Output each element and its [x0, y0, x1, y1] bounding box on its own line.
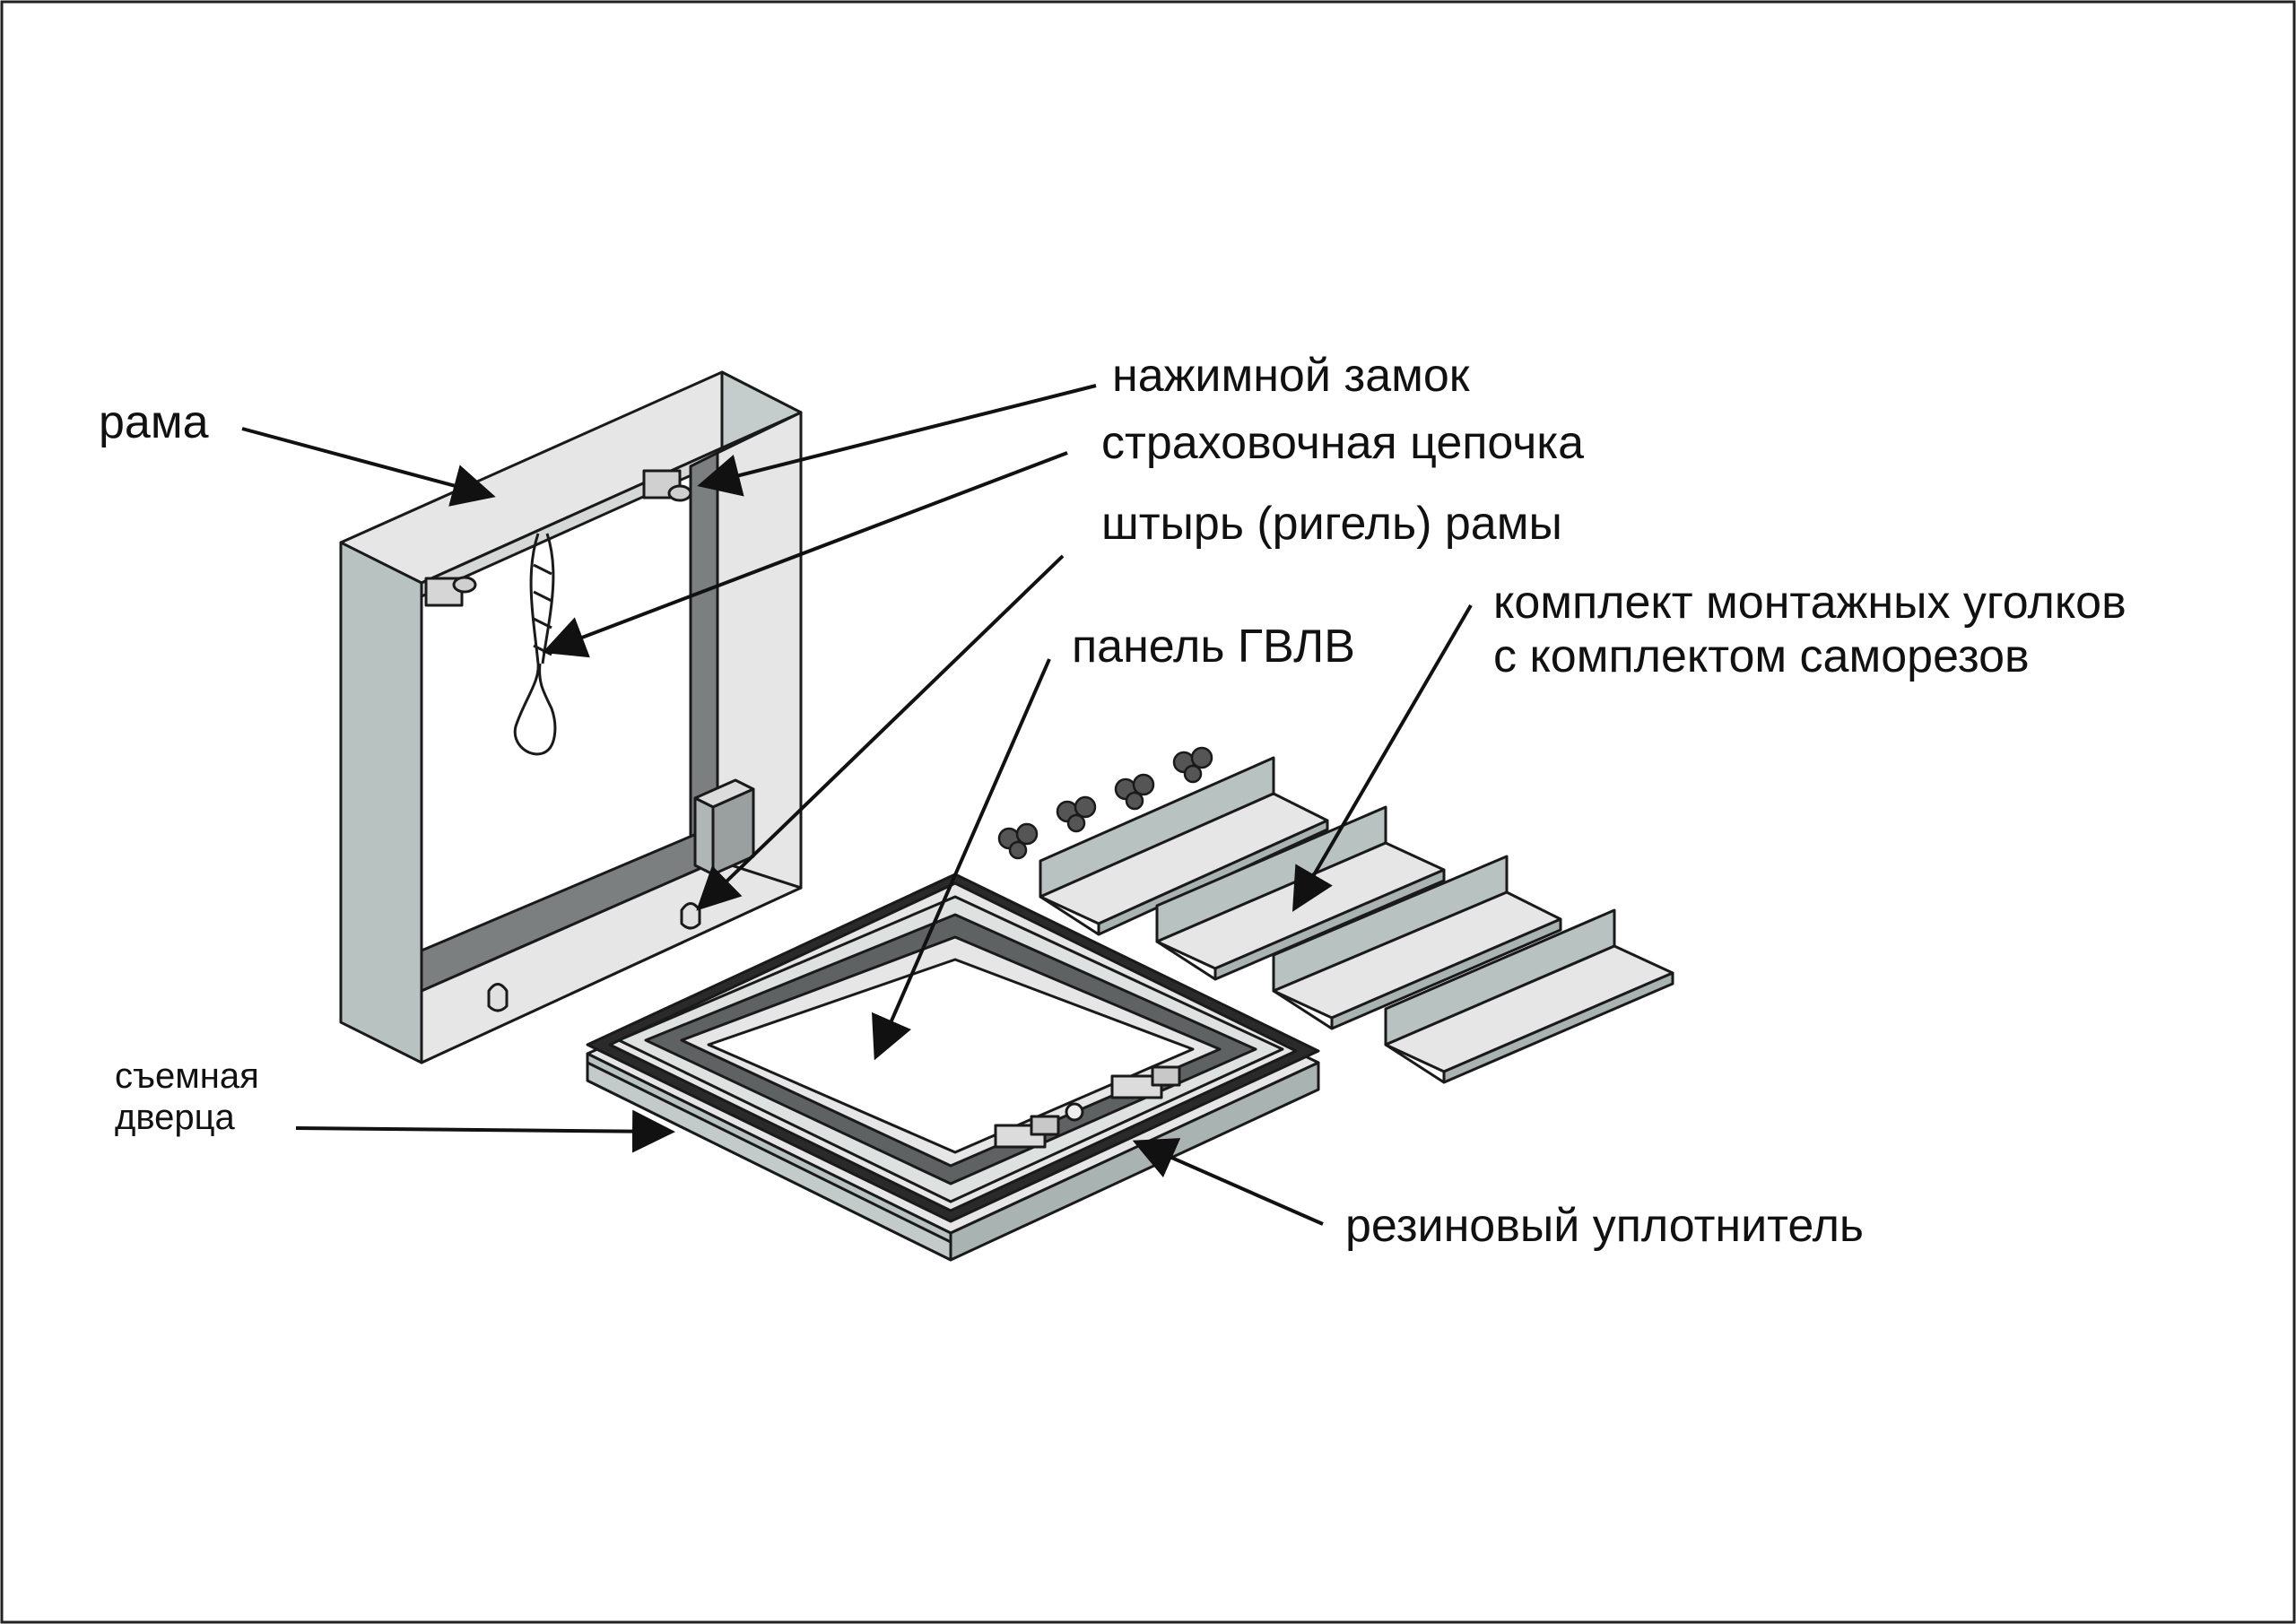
label-angles-kit: комплект монтажных уголков с комплектом …: [1493, 577, 2126, 684]
screw-icon: [1114, 773, 1155, 811]
screw-icon: [1056, 795, 1097, 833]
door-latch: [1110, 1065, 1181, 1099]
pin-icon: [487, 983, 509, 1012]
leader-frame: [241, 427, 496, 507]
pin-icon: [680, 902, 701, 930]
door-latch: [994, 1115, 1060, 1149]
screw-set: [997, 746, 1213, 860]
frame-front-face: [339, 541, 423, 1064]
label-door-line1: съемная: [115, 1056, 259, 1096]
label-push-lock: нажимной замок: [1112, 350, 1470, 402]
label-angles-kit-line1: комплект монтажных уголков: [1493, 577, 2126, 629]
frame-bracket-icon: [424, 576, 477, 607]
label-frame: рама: [99, 396, 209, 448]
label-rubber-seal: резиновый уплотнитель: [1345, 1200, 1865, 1252]
gvlv-panel: [707, 958, 1195, 1154]
leader-angles-kit: [1292, 604, 1473, 912]
screw-icon: [1172, 746, 1213, 784]
label-panel: панель ГВЛВ: [1072, 621, 1355, 673]
leader-frame-pin: [696, 554, 1065, 911]
leader-push-lock: [697, 384, 1097, 497]
label-door-line2: дверца: [115, 1098, 235, 1137]
label-angles-kit-line2: с комплектом саморезов: [1493, 630, 2030, 682]
label-safety-chain: страховочная цепочка: [1101, 417, 1585, 469]
leader-door: [295, 1109, 675, 1153]
door-screw: [1065, 1102, 1084, 1122]
push-lock-icon: [642, 469, 692, 502]
leader-panel: [872, 658, 1051, 1061]
label-frame-pin: штырь (ригель) рамы: [1101, 498, 1562, 550]
mounting-angle-icon: [1272, 855, 1562, 1030]
screw-icon: [997, 822, 1039, 860]
leader-safety-chain: [542, 451, 1068, 658]
leader-lines: [241, 384, 1473, 1226]
leader-rubber-seal: [1132, 1138, 1324, 1226]
mounting-angle-icon: [1384, 908, 1674, 1084]
removable-door: [586, 873, 1320, 1262]
pin-housing: [693, 778, 755, 876]
door-front-left: [586, 1061, 952, 1262]
label-door: съемная дверца: [115, 1055, 259, 1138]
